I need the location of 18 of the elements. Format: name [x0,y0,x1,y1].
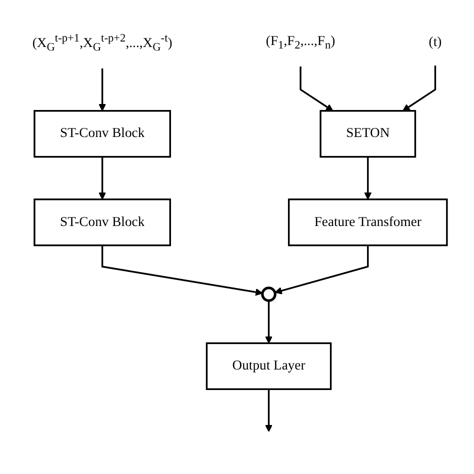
node-text: (F$_{1}$,F$_{2}$,...,F$_{n}$) [266,34,336,52]
node-text: (X$_{G}$$^{t-p+1}$,X$_{G}$$^{t-p+2}$,...,X$_{G}$$^{-t}$) [32,31,172,53]
arrow [265,300,273,344]
arrow [98,156,106,200]
arrow [364,156,372,200]
arrow [265,389,273,432]
arrow [402,66,436,112]
node-box: SETON [320,110,416,158]
node-box: Output Layer [206,342,332,390]
arrow [101,245,263,296]
node-box: ST-Conv Block [34,198,171,246]
arrow [274,245,369,294]
node-circle [261,286,276,302]
node-box: ST-Conv Block [34,110,171,158]
node-box: Feature Transfomer [288,198,448,246]
node-text: (t) [428,34,442,50]
arrow [98,68,106,112]
arrow [300,66,334,112]
